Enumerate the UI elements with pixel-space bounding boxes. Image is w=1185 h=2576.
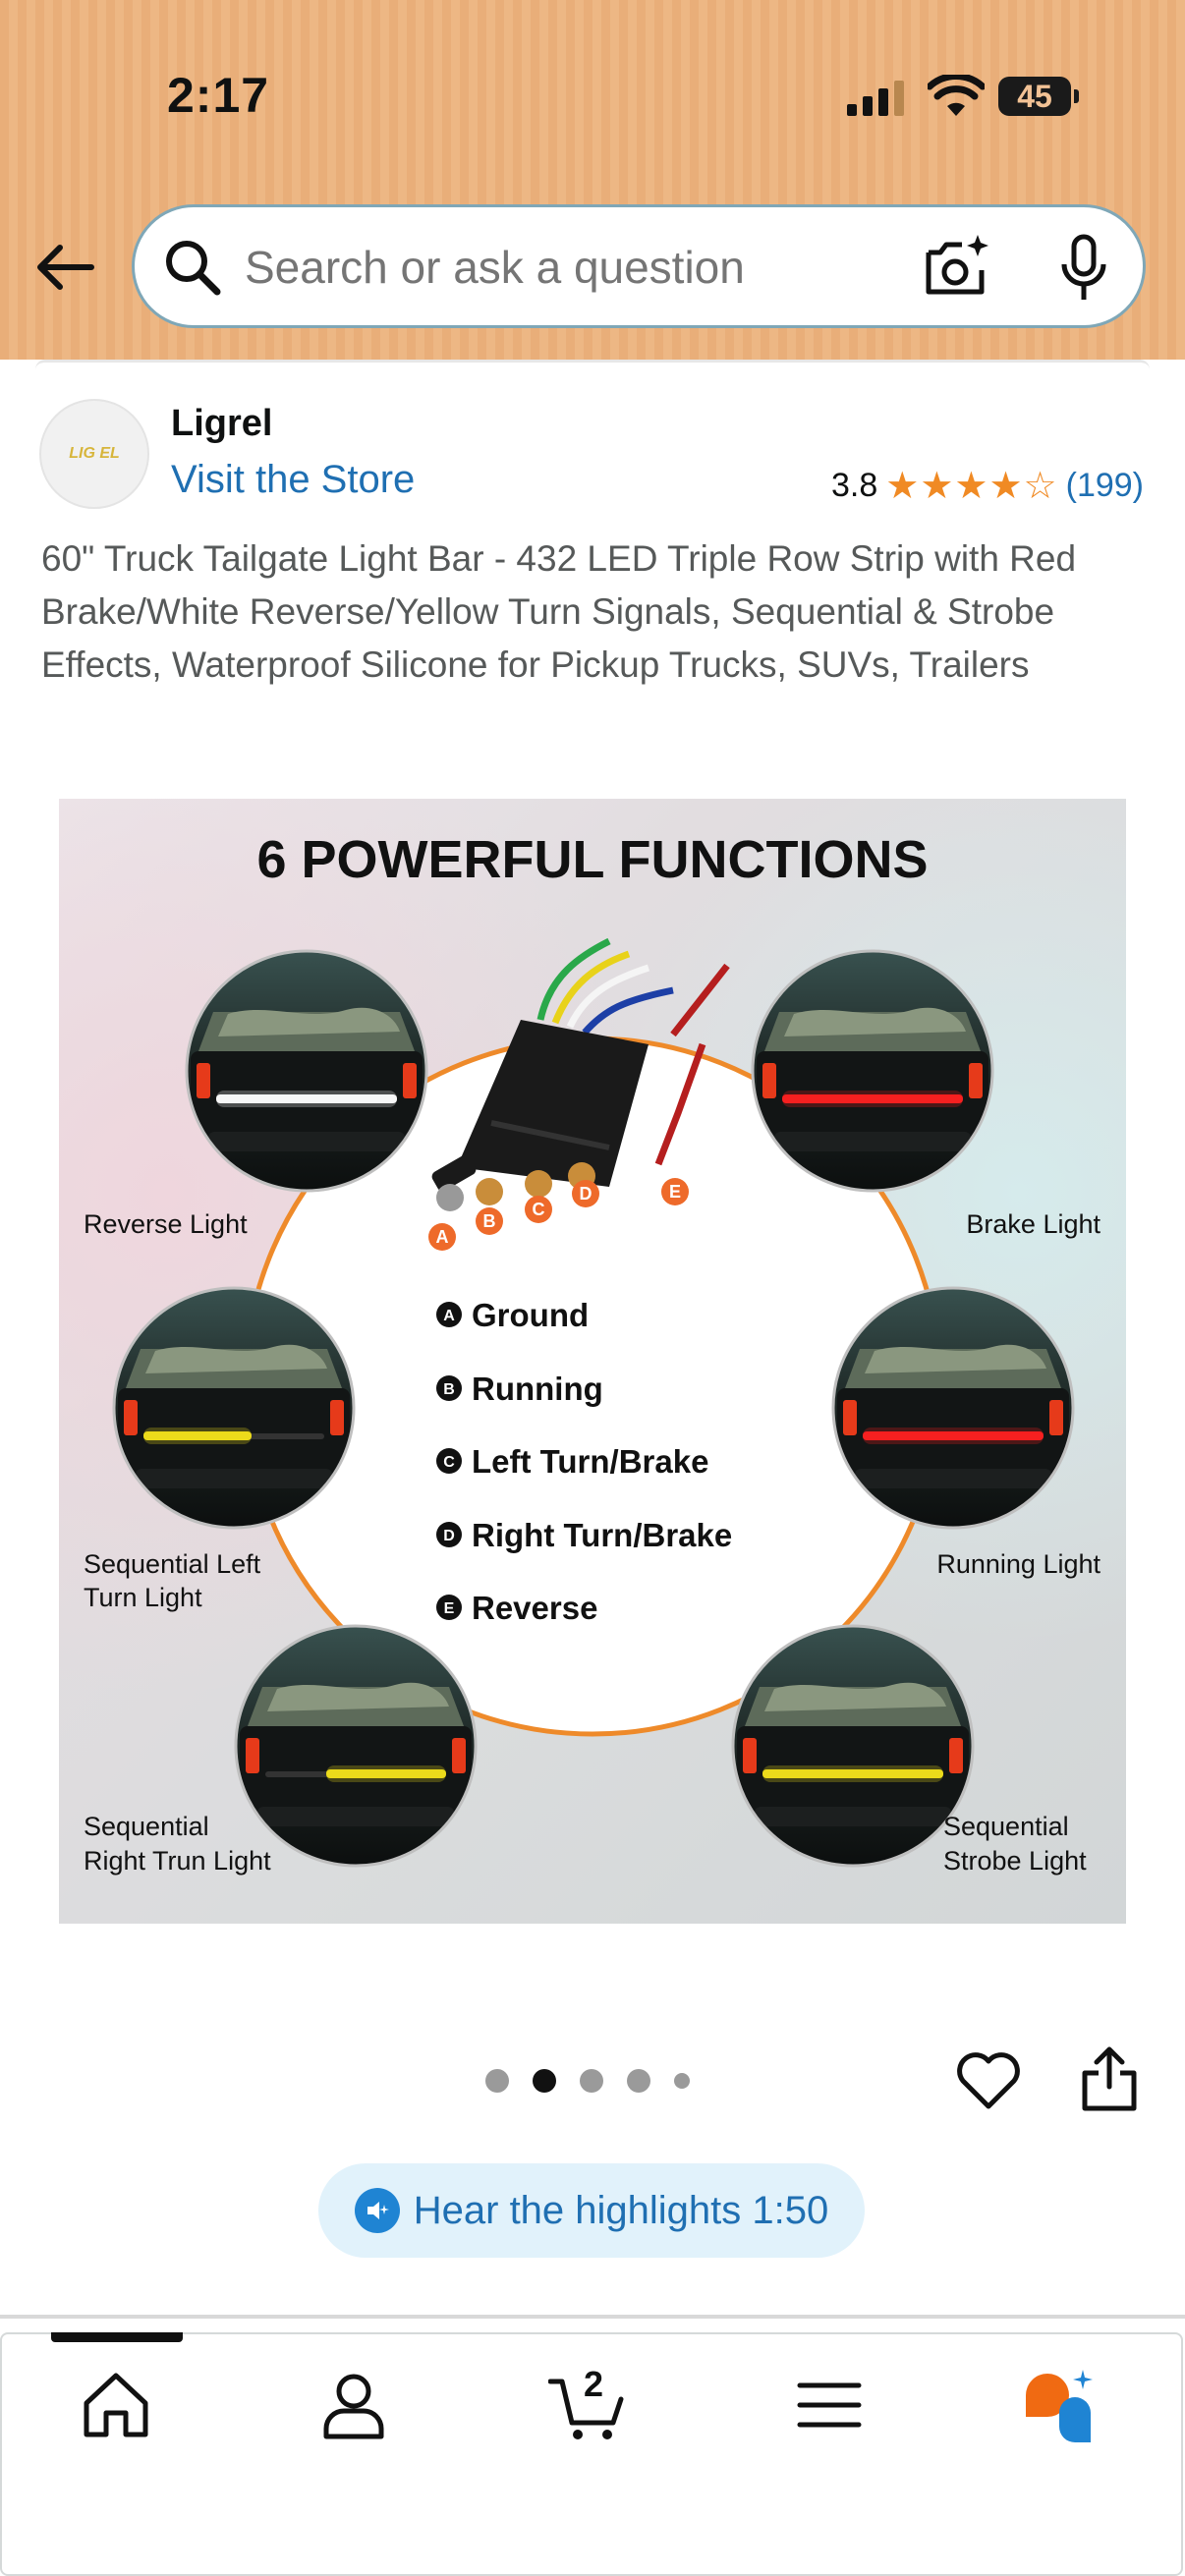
back-button[interactable] xyxy=(29,232,100,303)
truck-seq-right-turn xyxy=(234,1624,478,1868)
truck-seq-left-turn xyxy=(112,1286,356,1530)
svg-text:C: C xyxy=(533,1200,545,1219)
carousel-dot[interactable] xyxy=(674,2073,690,2089)
pin-item: A Ground xyxy=(436,1297,589,1333)
svg-text:A: A xyxy=(443,1308,455,1324)
search-icon xyxy=(166,241,221,296)
rufus-assistant-icon[interactable] xyxy=(1020,2366,1099,2444)
svg-text:B: B xyxy=(443,1381,455,1398)
account-icon[interactable] xyxy=(314,2366,393,2444)
pin-item: D Right Turn/Brake xyxy=(436,1517,732,1553)
truck-reverse-light xyxy=(185,949,428,1193)
carousel-dot[interactable] xyxy=(580,2069,603,2093)
camera-search-icon[interactable] xyxy=(921,231,993,304)
hear-highlights-label: Hear the highlights 1:50 xyxy=(413,2188,829,2232)
label-seq-right-2: Right Trun Light xyxy=(84,1846,271,1876)
truck-brake-light xyxy=(751,949,994,1193)
svg-text:E: E xyxy=(444,1600,455,1617)
svg-text:B: B xyxy=(483,1211,496,1231)
search-input[interactable] xyxy=(243,237,934,298)
visit-store-link[interactable]: Visit the Store xyxy=(171,458,416,501)
heart-icon[interactable] xyxy=(955,2049,1022,2112)
svg-text:D: D xyxy=(580,1184,592,1204)
battery-indicator: 45 xyxy=(998,77,1079,116)
rating-value: 3.8 xyxy=(831,467,878,504)
status-time: 2:17 xyxy=(167,68,270,123)
label-strobe-1: Sequential xyxy=(943,1812,1069,1841)
store-name: Ligrel xyxy=(171,403,273,444)
label-reverse-light: Reverse Light xyxy=(84,1209,248,1239)
wifi-icon xyxy=(928,75,985,116)
header: 2:17 45 xyxy=(0,0,1185,360)
svg-text:Right Turn/Brake: Right Turn/Brake xyxy=(472,1517,732,1553)
rating-summary[interactable]: 3.8 ★★★★☆ (199) xyxy=(831,464,1144,508)
arrow-left-icon xyxy=(37,245,94,290)
pin-item: B Running xyxy=(436,1371,603,1407)
label-running-light: Running Light xyxy=(936,1549,1100,1579)
label-strobe-2: Strobe Light xyxy=(943,1846,1087,1876)
pin-item: C Left Turn/Brake xyxy=(436,1443,708,1480)
pin-item: E Reverse xyxy=(436,1590,597,1626)
nav-active-indicator xyxy=(51,2332,183,2342)
section-divider xyxy=(35,360,1150,374)
store-logo[interactable]: LIG EL xyxy=(39,399,149,509)
label-seq-right-1: Sequential xyxy=(84,1812,209,1841)
review-count-link[interactable]: (199) xyxy=(1065,467,1144,504)
cellular-signal-icon xyxy=(847,81,904,116)
cart-icon[interactable] xyxy=(548,2366,627,2444)
share-icon[interactable] xyxy=(1079,2044,1140,2112)
product-title: 60" Truck Tailgate Light Bar - 432 LED T… xyxy=(41,538,1077,685)
hear-highlights-button[interactable]: Hear the highlights 1:50 xyxy=(318,2163,865,2258)
home-icon[interactable] xyxy=(77,2366,155,2444)
search-bar[interactable] xyxy=(132,204,1146,328)
svg-text:D: D xyxy=(443,1528,455,1544)
nav-divider xyxy=(0,2315,1185,2319)
cart-count-badge: 2 xyxy=(584,2364,604,2404)
product-infographic: A B C D E 6 POWERFUL FUNCTIONS A Ground B Runn… xyxy=(59,799,1126,1924)
carousel-dot[interactable] xyxy=(533,2069,556,2093)
label-seq-left-1: Sequential Left xyxy=(84,1549,261,1579)
pin-list: A Ground B Running C Left Turn/Brake D Right… xyxy=(436,1297,732,1626)
audio-sparkle-icon xyxy=(354,2188,400,2233)
product-image[interactable]: A B C D E 6 POWERFUL FUNCTIONS A Ground B Runn… xyxy=(59,799,1126,1924)
star-rating-icon: ★★★★☆ xyxy=(885,466,1058,507)
bottom-nav xyxy=(0,2332,1183,2576)
menu-icon[interactable] xyxy=(790,2366,869,2444)
svg-text:Ground: Ground xyxy=(472,1297,589,1333)
connector-plug-illustration: A B C D E xyxy=(428,937,730,1251)
svg-text:Left Turn/Brake: Left Turn/Brake xyxy=(472,1443,708,1480)
svg-text:Running: Running xyxy=(472,1371,603,1407)
truck-running-light xyxy=(831,1286,1075,1530)
carousel-dot[interactable] xyxy=(627,2069,650,2093)
carousel-dots[interactable] xyxy=(485,2069,690,2093)
svg-text:C: C xyxy=(443,1454,455,1471)
svg-text:E: E xyxy=(669,1182,681,1202)
image-heading: 6 POWERFUL FUNCTIONS xyxy=(256,830,928,889)
microphone-icon[interactable] xyxy=(1054,233,1113,304)
label-brake-light: Brake Light xyxy=(966,1209,1100,1239)
svg-text:A: A xyxy=(436,1227,449,1247)
truck-strobe-light xyxy=(731,1624,975,1868)
carousel-dot[interactable] xyxy=(485,2069,509,2093)
label-seq-left-2: Turn Light xyxy=(84,1583,202,1612)
store-logo-text: LIG EL xyxy=(69,445,120,462)
svg-text:Reverse: Reverse xyxy=(472,1590,597,1626)
